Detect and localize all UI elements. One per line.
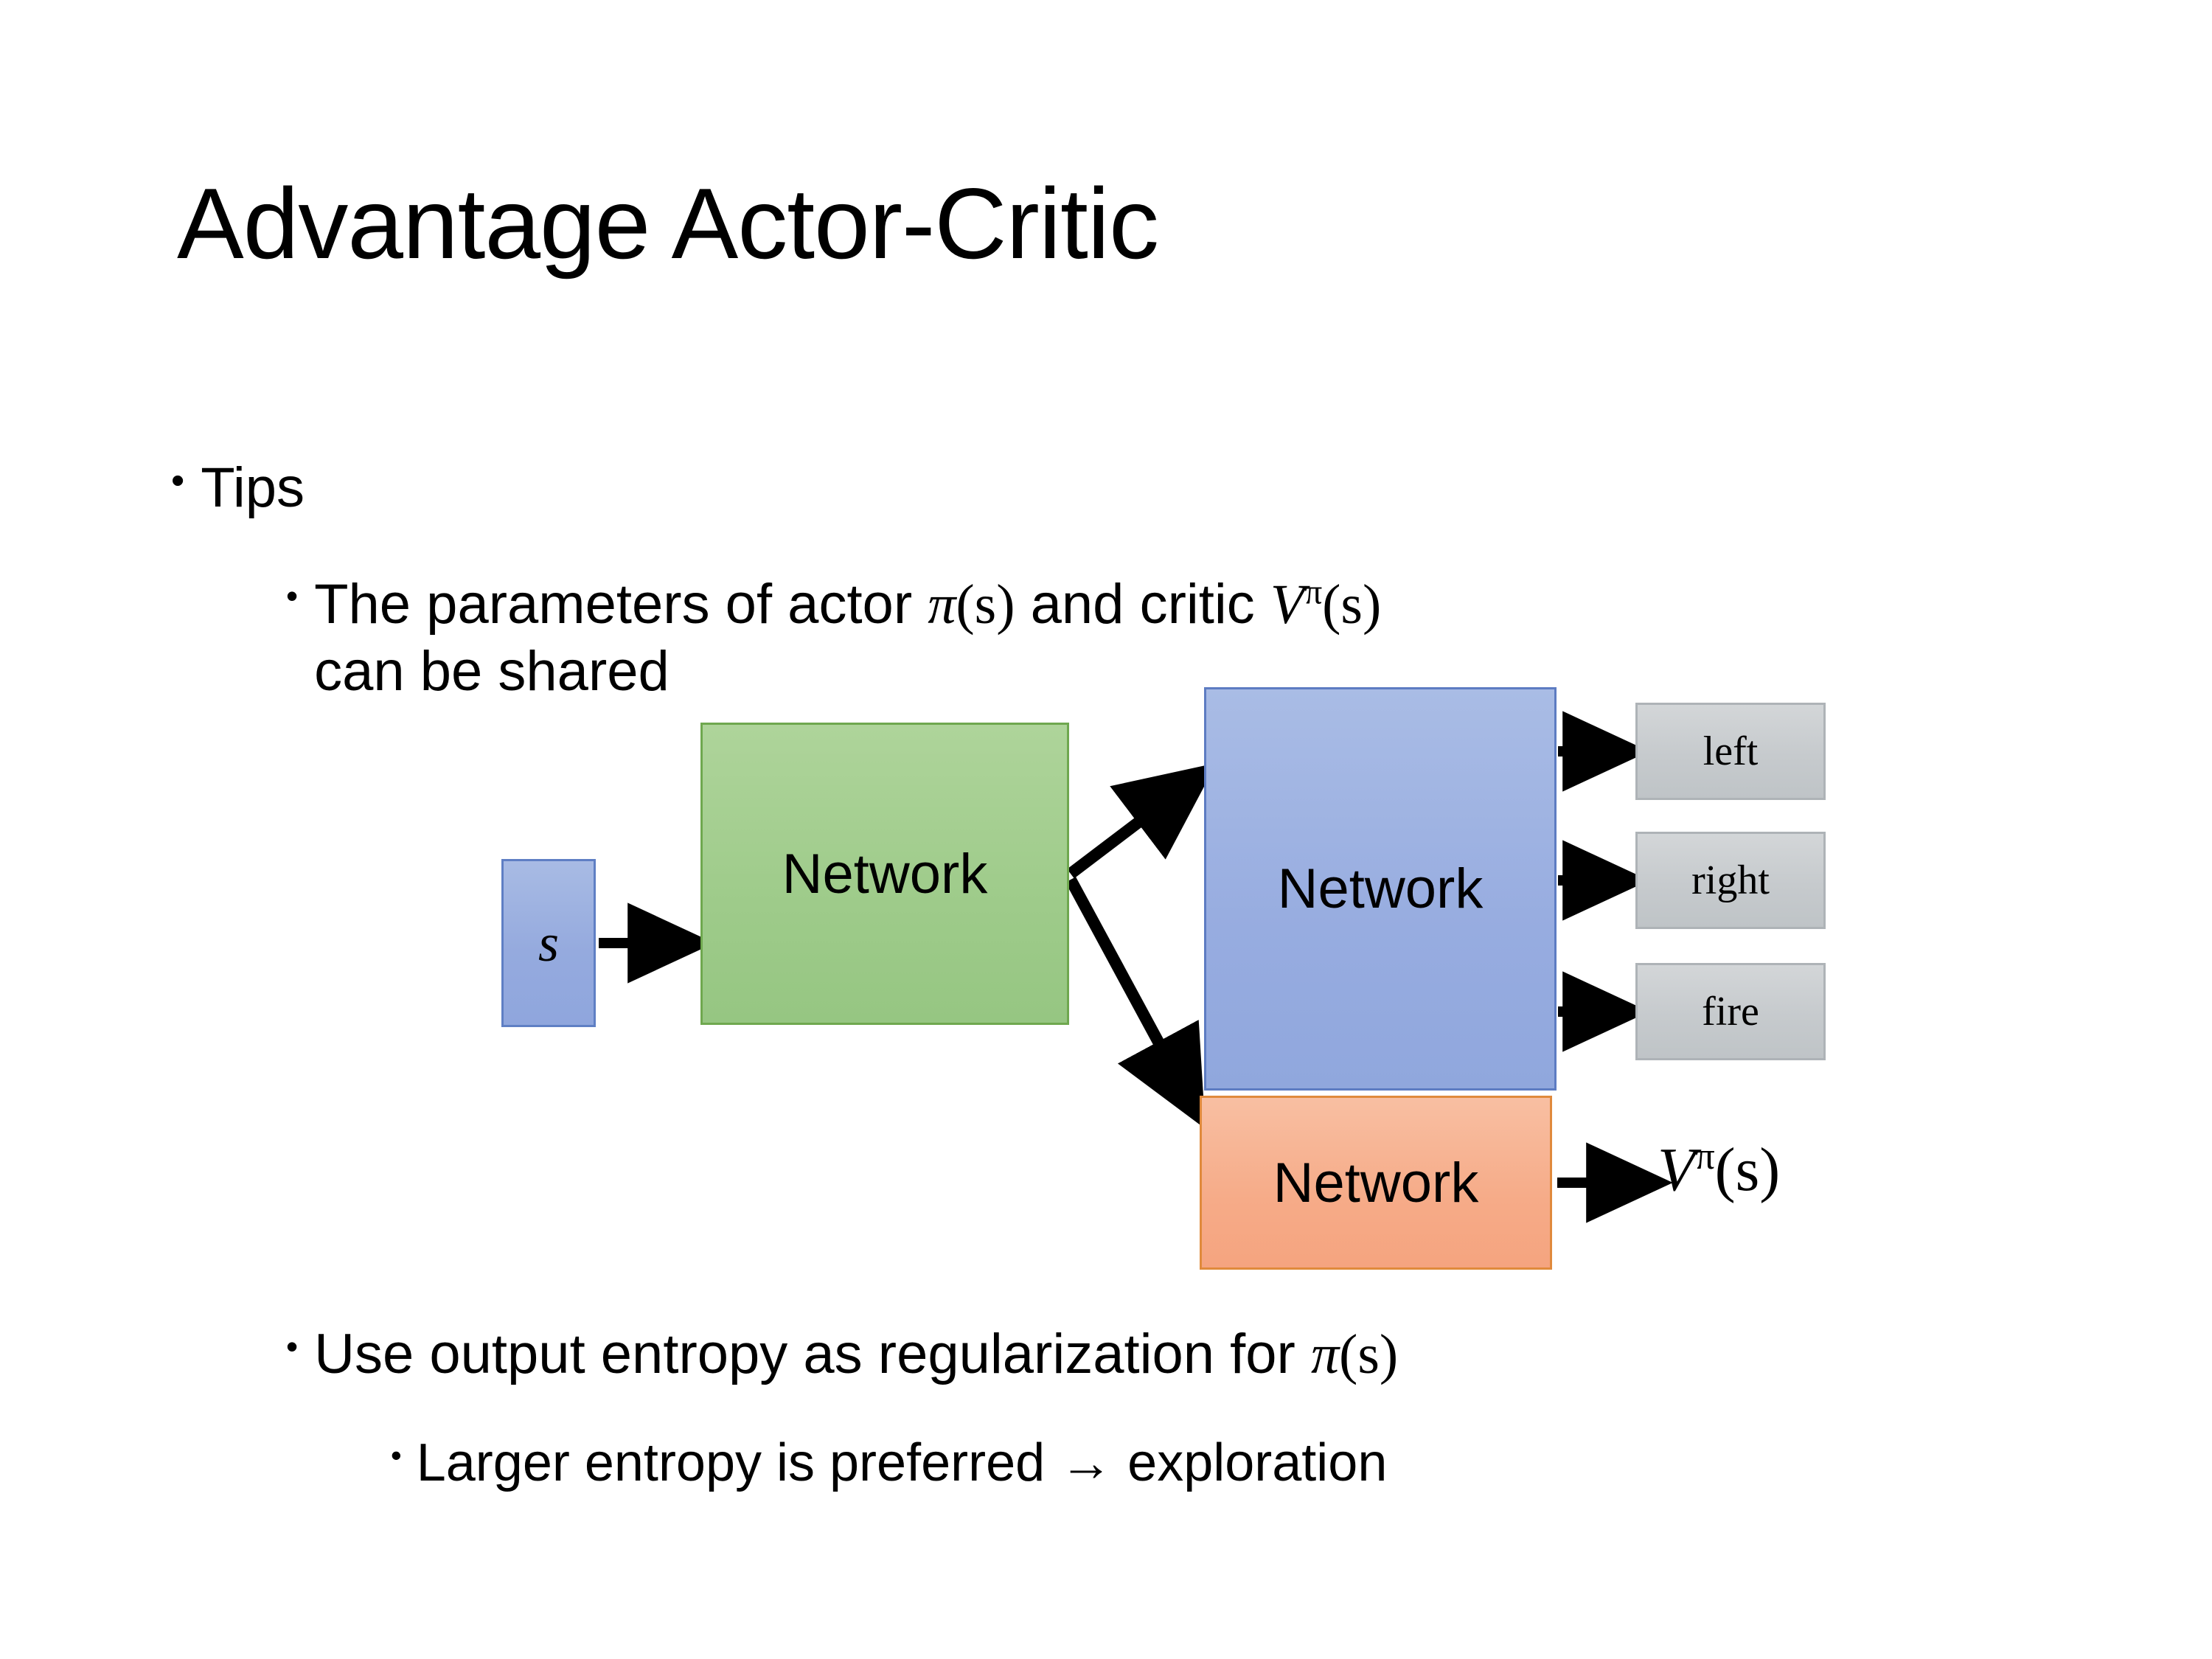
value-arg: (s): [1714, 1135, 1781, 1204]
bullet-larger-entropy-label: Larger entropy is preferred → exploratio…: [416, 1433, 1388, 1492]
critic-network-label: Network: [1273, 1151, 1479, 1214]
action-label-fire: fire: [1702, 989, 1759, 1034]
state-input-label: s: [538, 913, 560, 973]
pi-arg: (s): [1339, 1324, 1399, 1385]
params-text-middle: and critic: [1015, 573, 1270, 636]
arrow-shared-to-actor: [1067, 762, 1217, 879]
bullet-tips-label: Tips: [201, 456, 305, 519]
bullet-larger-entropy: • Larger entropy is preferred → explorat…: [391, 1433, 1387, 1493]
pi-symbol: π: [928, 574, 956, 636]
critic-network-box: Network: [1200, 1096, 1552, 1270]
page-title: Advantage Actor-Critic: [177, 167, 1159, 279]
bullet-entropy-text: Use output entropy as regularization for…: [314, 1322, 1398, 1387]
bullet-marker-icon: •: [391, 1438, 402, 1472]
value-superscript: π: [1695, 1135, 1715, 1178]
action-box-fire: fire: [1635, 963, 1826, 1060]
entropy-text-before: Use output entropy as regularization for: [314, 1323, 1311, 1385]
actor-network-box: Network: [1204, 687, 1557, 1091]
value-v-symbol: V: [1658, 1135, 1696, 1204]
pi-arg: (s): [956, 574, 1015, 636]
params-text-line2: can be shared: [314, 639, 669, 703]
params-text-before: The parameters of actor: [314, 573, 928, 636]
actor-pi-formula: π(s): [928, 574, 1015, 636]
actor-network-label: Network: [1277, 858, 1484, 920]
action-label-right: right: [1691, 858, 1770, 903]
state-input-box: s: [501, 859, 596, 1027]
bullet-marker-icon: •: [286, 1327, 299, 1366]
entropy-pi-formula: π(s): [1311, 1324, 1398, 1385]
v-symbol: V: [1270, 574, 1305, 636]
action-box-right: right: [1635, 832, 1826, 929]
shared-network-box: Network: [700, 723, 1069, 1025]
pi-symbol: π: [1310, 1324, 1340, 1385]
bullet-shared-parameters-text: The parameters of actor π(s) and critic …: [314, 571, 1381, 704]
bullet-entropy-regularization: • Use output entropy as regularization f…: [286, 1322, 1398, 1387]
bullet-shared-parameters: • The parameters of actor π(s) and criti…: [286, 571, 1381, 704]
bullet-tips: • Tips: [171, 456, 305, 520]
shared-network-label: Network: [782, 842, 988, 905]
bullet-marker-icon: •: [286, 577, 299, 615]
v-superscript: π: [1304, 573, 1323, 612]
action-label-left: left: [1703, 728, 1759, 774]
diagram-arrows: [599, 711, 1673, 1223]
bullet-marker-icon: •: [171, 459, 185, 502]
arrow-shared-to-critic: [1065, 877, 1206, 1129]
v-arg: (s): [1322, 574, 1382, 636]
value-function-output: Vπ(s): [1658, 1134, 1780, 1206]
actor-critic-diagram: s Network Network Network left right fir…: [0, 634, 2212, 1327]
action-box-left: left: [1635, 703, 1826, 800]
critic-v-formula: Vπ(s): [1270, 574, 1381, 636]
